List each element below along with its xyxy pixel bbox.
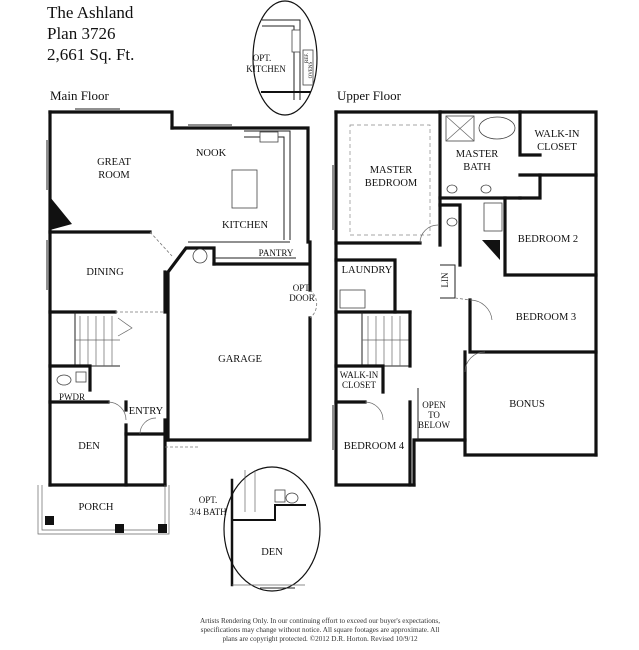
master-bath-label-1: MASTER (456, 149, 499, 160)
porch-label: PORCH (78, 502, 113, 513)
nook-label: NOOK (196, 148, 227, 159)
walkin-closet-label-2: CLOSET (537, 142, 577, 153)
dining-label: DINING (86, 267, 124, 278)
master-bath-label-2: BATH (463, 162, 491, 173)
opt-kitchen-label-1: OPT. (253, 53, 272, 63)
stairs-main (74, 312, 133, 367)
opt-bath-label-1: OPT. (199, 495, 218, 505)
upper-floor-label: Upper Floor (337, 88, 401, 103)
master-bedroom-label-1: MASTER (370, 165, 413, 176)
opt-door-label-1: OPT. (293, 283, 312, 293)
walkin-closet-label-1: WALK-IN (535, 129, 580, 140)
plan-name: The Ashland (47, 3, 134, 22)
bonus-label: BONUS (509, 399, 545, 410)
main-floor-label: Main Floor (50, 88, 109, 103)
kitchen-label: KITCHEN (222, 220, 268, 231)
great-room-label-1: GREAT (97, 157, 131, 168)
opt-bath-inset (223, 466, 321, 592)
main-floor (37, 108, 318, 535)
disclaimer: Artists Rendering Only. In our continuin… (150, 617, 490, 644)
opt-kitchen-label-2: KITCHEN (246, 64, 286, 74)
ref-label: REF. (305, 53, 310, 63)
plan-number: Plan 3726 (47, 24, 116, 43)
disclaimer-line-3: plans are copyright protected. ©2012 D.R… (222, 635, 418, 643)
walkin2-label-2: CLOSET (342, 380, 377, 390)
laundry-label: LAUNDRY (342, 265, 393, 276)
disclaimer-line-2: specifications may change without notice… (200, 626, 440, 634)
opt-kitchen-inset (252, 0, 318, 116)
open-below-label-1: OPEN (422, 400, 446, 410)
entry-label: ENTRY (129, 406, 164, 417)
disclaimer-line-1: Artists Rendering Only. In our continuin… (199, 617, 441, 625)
bedroom4-label: BEDROOM 4 (344, 441, 405, 452)
square-footage: 2,661 Sq. Ft. (47, 45, 135, 64)
opt-den-label: DEN (261, 547, 283, 558)
pantry-label: PANTRY (259, 248, 294, 258)
master-bedroom-label-2: BEDROOM (365, 178, 418, 189)
opt-bath-label-2: 3/4 BATH (189, 507, 227, 517)
pwdr-label: PWDR (59, 392, 85, 402)
bedroom3-label: BEDROOM 3 (516, 312, 576, 323)
opt-door-label-2: DOOR (289, 293, 315, 303)
great-room-label-2: ROOM (98, 170, 130, 181)
ovens-label: OVENS (309, 61, 314, 78)
open-below-label-3: BELOW (418, 420, 450, 430)
upper-floor (332, 110, 598, 487)
walkin2-label-1: WALK-IN (340, 370, 379, 380)
lin-label: LIN (440, 272, 450, 287)
bedroom2-label: BEDROOM 2 (518, 234, 578, 245)
open-below-label-2: TO (428, 410, 440, 420)
stairs-upper (361, 312, 410, 367)
den-label: DEN (78, 441, 100, 452)
garage-label: GARAGE (218, 354, 262, 365)
